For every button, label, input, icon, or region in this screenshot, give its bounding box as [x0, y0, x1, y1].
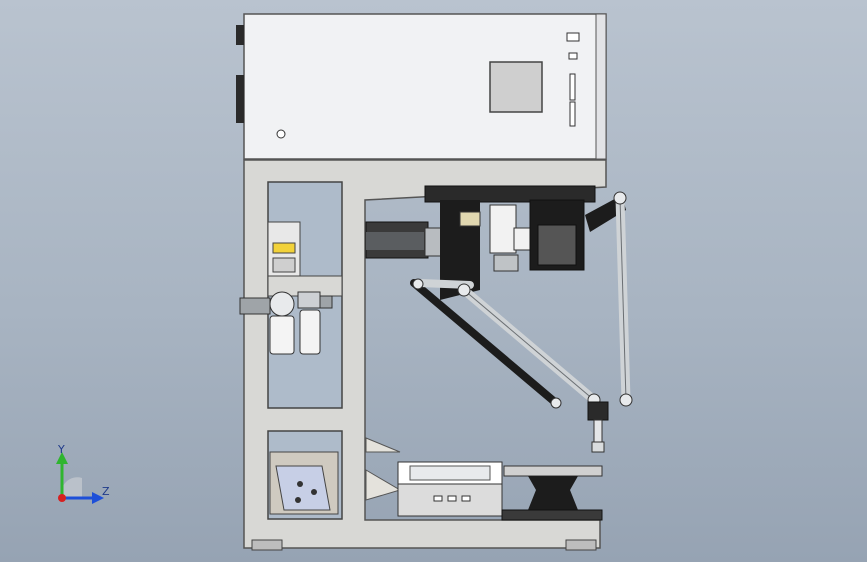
foot-right [565, 539, 597, 551]
delta-robot-arms[interactable] [410, 191, 633, 453]
scrap-bin[interactable] [269, 451, 339, 515]
door-latch [569, 101, 576, 127]
side-handle [236, 75, 244, 123]
cabinet-display-window [489, 61, 543, 113]
valve-block [489, 204, 517, 254]
x-axis-dot [58, 494, 66, 502]
control-cabinet[interactable] [236, 13, 607, 160]
y-axis-label: Y [58, 443, 65, 456]
axis-triad: Y Z [48, 440, 118, 510]
triad-graphic [56, 452, 104, 504]
door-latch [569, 73, 576, 101]
air-filter-regulator[interactable] [239, 291, 333, 355]
indicator-lamp [566, 32, 580, 42]
cabinet-lock-icon [276, 129, 286, 139]
foot-left [251, 539, 283, 551]
z-axis-label: Z [102, 485, 110, 498]
motor-head-assembly[interactable] [365, 185, 626, 300]
controller-display [272, 242, 296, 254]
end-effector-nozzle [593, 419, 603, 443]
side-handle [236, 25, 244, 45]
indicator-lamp [568, 52, 578, 60]
temperature-controller[interactable] [267, 221, 301, 277]
work-table[interactable] [397, 461, 603, 521]
